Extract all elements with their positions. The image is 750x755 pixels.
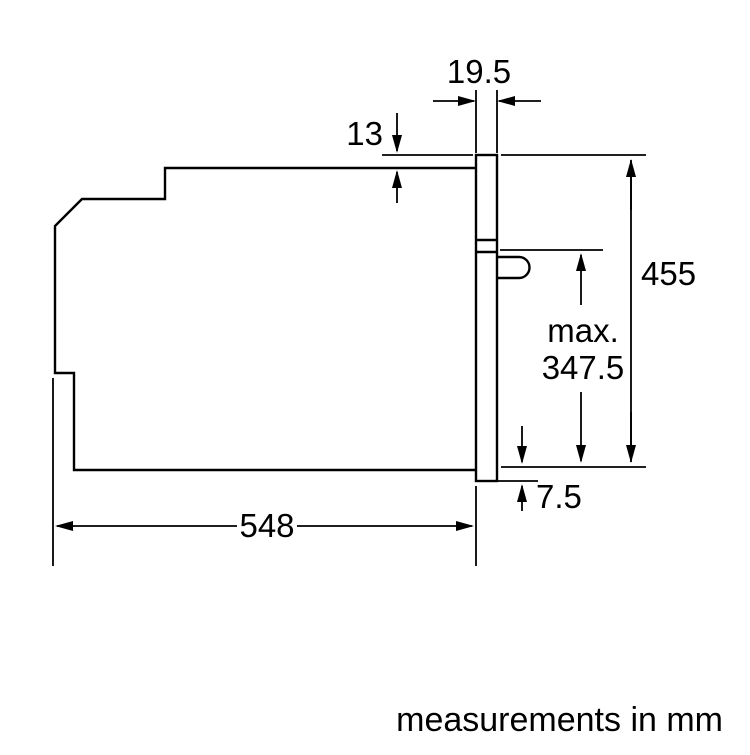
control-knob	[497, 255, 531, 280]
dim-top-offset: 13	[346, 113, 473, 203]
front-panel	[474, 153, 499, 483]
appliance-body	[53, 153, 531, 483]
dim-panel-gap: 19.5	[433, 53, 541, 153]
dim-niche-height: 455	[501, 154, 696, 468]
dim-label-max: max.	[547, 312, 619, 349]
appliance-body-outline	[53, 166, 476, 472]
dim-label-top-offset: 13	[346, 115, 383, 152]
dim-label-max-value: 347.5	[542, 349, 625, 386]
footer-unit-note: measurements in mm	[396, 701, 723, 739]
dim-label-depth: 548	[239, 507, 294, 544]
dim-max-height: max. 347.5	[500, 249, 625, 463]
dim-bottom-overhang: 7.5	[498, 426, 582, 515]
dim-label-niche-height: 455	[641, 255, 696, 292]
dim-depth: 548	[52, 378, 477, 566]
dim-label-bottom-overhang: 7.5	[536, 478, 582, 515]
dim-label-panel-gap: 19.5	[447, 53, 511, 90]
